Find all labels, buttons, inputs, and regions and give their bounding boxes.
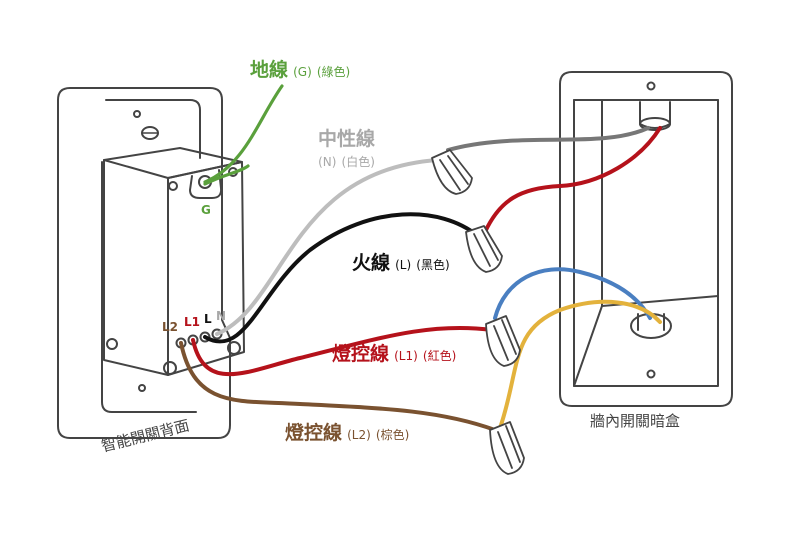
- neutral-label-main: 中性線: [318, 128, 376, 150]
- ground-wire-label: 地線 (G) (綠色): [250, 61, 350, 80]
- terminal-l-label: L: [204, 312, 212, 326]
- ground-label-code: (G): [293, 65, 312, 79]
- ground-label-color: (綠色): [316, 65, 351, 79]
- wire-nut-4: [489, 421, 525, 475]
- wall-box-top-screw: [646, 81, 656, 91]
- l1-label-main: 燈控線: [332, 343, 390, 365]
- bottom-mount-hole: [138, 384, 146, 392]
- l2-wire: [179, 341, 497, 432]
- l2-label-code: (L2): [347, 428, 371, 442]
- l1-wire-label: 燈控線 (L1) (紅色): [332, 345, 456, 364]
- wire-nut-3: [485, 315, 521, 367]
- switch-plate-rim: [101, 99, 201, 413]
- box-grey-wire: [446, 126, 650, 152]
- top-knockout: [639, 101, 671, 129]
- wall-box-floor: [573, 295, 719, 387]
- neutral-label-code: (N): [318, 155, 337, 169]
- switch-wall-plate: [57, 87, 231, 439]
- wall-box-outer: [559, 71, 733, 407]
- box-red-wire: [483, 126, 662, 234]
- ground-terminal-bracket: [189, 169, 223, 199]
- module-screw-left: [106, 338, 118, 350]
- terminal-n-label: N: [216, 309, 227, 323]
- wall-box-caption: 牆內開關暗盒: [590, 412, 681, 430]
- box-blue-wire: [493, 267, 652, 320]
- l1-wire: [191, 325, 494, 377]
- wall-box-bottom-screw: [646, 369, 656, 379]
- neutral-wire: [215, 158, 440, 336]
- smart-switch-back: [57, 87, 245, 439]
- live-label-code: (L): [395, 258, 412, 272]
- neutral-label-color: (白色): [341, 155, 375, 169]
- l2-label-main: 燈控線: [285, 422, 343, 444]
- top-mount-hole: [133, 110, 141, 118]
- bottom-knockout-tube: [637, 313, 665, 331]
- live-wire-label: 火線 (L) (黑色): [352, 254, 450, 273]
- switch-module-front: [103, 159, 169, 376]
- live-wire: [203, 212, 480, 344]
- terminal-l2-label: L2: [162, 320, 178, 334]
- terminal-l1-label: L1: [184, 315, 200, 329]
- live-label-main: 火線: [352, 252, 391, 274]
- l2-label-color: (棕色): [375, 428, 410, 442]
- top-knockout-rim: [639, 117, 671, 131]
- wall-box-inner-front: [573, 99, 603, 387]
- wall-junction-box: [559, 71, 733, 407]
- terminal-l: [199, 331, 211, 343]
- module-screw-bl: [163, 361, 177, 375]
- wire-nut-2: [465, 225, 503, 273]
- module-screw-br: [227, 341, 241, 355]
- ground-label-main: 地線: [250, 59, 289, 81]
- module-screw-tl: [168, 181, 178, 191]
- box-yellow-wire: [498, 299, 662, 430]
- neutral-wire-label: 中性線 (N) (白色): [318, 130, 375, 169]
- l1-label-color: (紅色): [422, 349, 457, 363]
- ground-wire-tail: [203, 164, 250, 186]
- l2-wire-label: 燈控線 (L2) (棕色): [285, 424, 409, 443]
- wire-nut-1: [431, 149, 473, 195]
- live-label-color: (黑色): [416, 258, 450, 272]
- terminal-g-label: G: [201, 203, 211, 217]
- l1-label-code: (L1): [394, 349, 418, 363]
- ground-wire: [203, 84, 284, 184]
